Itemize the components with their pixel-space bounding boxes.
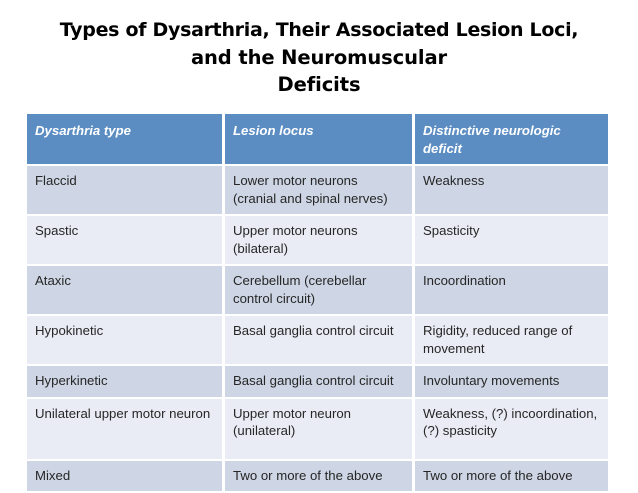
cell-lesion-locus: Lower motor neurons (cranial and spinal …: [225, 166, 415, 216]
cell-lesion-locus: Basal ganglia control circuit: [225, 316, 415, 366]
cell-dysarthria-type: Hyperkinetic: [27, 366, 225, 399]
cell-deficit: Spasticity: [415, 216, 608, 266]
page-title-line-1: Types of Dysarthria, Their Associated Le…: [24, 17, 614, 44]
cell-lesion-locus: Basal ganglia control circuit: [225, 366, 415, 399]
cell-dysarthria-type: Mixed: [27, 461, 225, 493]
cell-deficit: Weakness: [415, 166, 608, 216]
column-header-dysarthria-type: Dysarthria type: [27, 114, 225, 166]
table-row: Mixed Two or more of the above Two or mo…: [27, 461, 608, 493]
table-header: Dysarthria type Lesion locus Distinctive…: [27, 114, 608, 166]
cell-lesion-locus: Upper motor neurons (bilateral): [225, 216, 415, 266]
page-title-line-3: Deficits: [24, 71, 614, 98]
cell-deficit: Two or more of the above: [415, 461, 608, 493]
cell-lesion-locus: Cerebellum (cerebellar control circuit): [225, 266, 415, 316]
cell-lesion-locus: Upper motor neuron (unilateral): [225, 399, 415, 461]
table-row: Flaccid Lower motor neurons (cranial and…: [27, 166, 608, 216]
page-title-line-2: and the Neuromuscular: [24, 44, 614, 71]
cell-deficit: Incoordination: [415, 266, 608, 316]
column-header-lesion-locus: Lesion locus: [225, 114, 415, 166]
cell-dysarthria-type: Ataxic: [27, 266, 225, 316]
table-row: Spastic Upper motor neurons (bilateral) …: [27, 216, 608, 266]
cell-dysarthria-type: Spastic: [27, 216, 225, 266]
cell-deficit: Rigidity, reduced range of movement: [415, 316, 608, 366]
table-body: Flaccid Lower motor neurons (cranial and…: [27, 166, 608, 493]
cell-dysarthria-type: Unilateral upper motor neuron: [27, 399, 225, 461]
cell-lesion-locus: Two or more of the above: [225, 461, 415, 493]
cell-dysarthria-type: Flaccid: [27, 166, 225, 216]
slide-canvas: Types of Dysarthria, Their Associated Le…: [0, 0, 638, 479]
column-header-distinctive-neurologic-deficit: Distinctive neurologic deficit: [415, 114, 608, 166]
page-title: Types of Dysarthria, Their Associated Le…: [0, 17, 638, 98]
dysarthria-table: Dysarthria type Lesion locus Distinctive…: [27, 114, 608, 493]
table-row: Unilateral upper motor neuron Upper moto…: [27, 399, 608, 461]
table-row: Hypokinetic Basal ganglia control circui…: [27, 316, 608, 366]
cell-deficit: Weakness, (?) incoordination, (?) spasti…: [415, 399, 608, 461]
table-row: Hyperkinetic Basal ganglia control circu…: [27, 366, 608, 399]
cell-deficit: Involuntary movements: [415, 366, 608, 399]
cell-dysarthria-type: Hypokinetic: [27, 316, 225, 366]
table-row: Ataxic Cerebellum (cerebellar control ci…: [27, 266, 608, 316]
table-header-row: Dysarthria type Lesion locus Distinctive…: [27, 114, 608, 166]
